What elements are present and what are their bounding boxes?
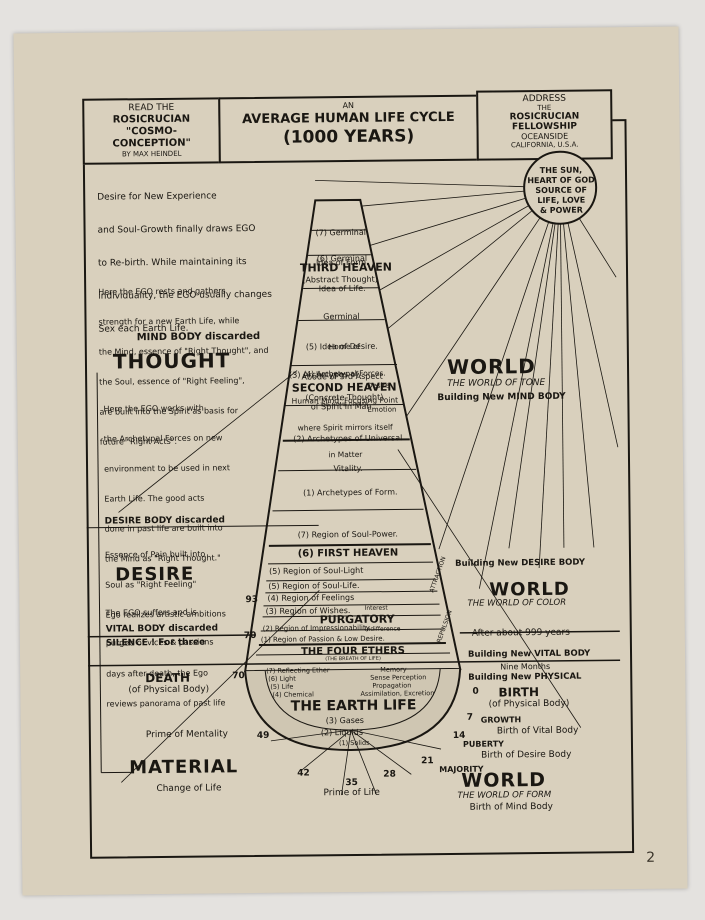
text-line: Germinal	[323, 311, 360, 322]
age-14: 14	[452, 730, 466, 741]
third-heaven: THIRD HEAVEN	[299, 260, 392, 275]
birth-label: BIRTH	[498, 685, 540, 700]
age-28: 28	[383, 769, 396, 780]
age-radial-lines	[270, 729, 442, 796]
death-label: DEATH	[145, 670, 191, 686]
first-heaven: (6) FIRST HEAVEN	[297, 547, 399, 560]
world-of-color: THE WORLD OF COLOR	[467, 597, 567, 609]
text-line: reviews panorama of past life	[106, 698, 226, 709]
passion: (1) Region of Passion & Low Desire.	[260, 634, 385, 644]
text-line: Here the EGO rests and gathers	[98, 286, 226, 297]
text-line: Vitality.	[333, 463, 363, 474]
world-of-form-heading: WORLD	[461, 768, 547, 792]
vital-body-discarded: VITAL BODY discarded	[105, 623, 219, 635]
birth-vital-body: Birth of Vital Body	[496, 725, 579, 737]
text-line: Interest	[364, 604, 388, 612]
death-birth-rule	[88, 659, 621, 667]
desire-body-rule	[86, 524, 319, 529]
text-line: and Soul-Growth finally draws EGO	[97, 223, 256, 236]
age-70-upper: 70	[243, 630, 257, 642]
nine-months: Nine Months	[500, 661, 551, 672]
thought-label: THOUGHT	[112, 348, 231, 374]
text-line: (2) Archetypes of Universal	[293, 433, 403, 444]
death-sub: (of Physical Body)	[128, 684, 210, 696]
growth-label: GROWTH	[480, 715, 522, 725]
impressionability: (2) Region of Impressionability	[262, 623, 370, 633]
birth-desire-body: Birth of Desire Body	[481, 749, 572, 761]
solids: (1) Solids	[338, 738, 370, 748]
building-physical: Building New PHYSICAL	[468, 671, 582, 683]
age-0: 0	[472, 686, 479, 697]
sun-line: & POWER	[539, 205, 583, 216]
building-mind-body: Building New MIND BODY	[437, 391, 566, 404]
age-93: 93	[245, 594, 259, 606]
sun-line: SOURCE OF	[535, 185, 588, 196]
text-line: strength for a new Earth Life, while	[98, 316, 240, 327]
sun-rays	[315, 179, 619, 589]
text-line: Here the EGO works with	[103, 403, 204, 414]
building-desire-body: Building New DESIRE BODY	[455, 557, 586, 569]
vital-body-rule	[87, 634, 256, 638]
archetypes-universal: (2) Archetypes of Universal Vitality.	[284, 413, 413, 494]
age-35: 35	[345, 777, 358, 789]
material-label: MATERIAL	[129, 756, 239, 779]
earth-life: THE EARTH LIFE	[290, 697, 417, 715]
text-line: The EGO suffers and is	[105, 607, 197, 618]
home-of-man: THE HOME OF MAN	[320, 401, 369, 409]
text-line: Essence of Pain built into	[104, 549, 206, 560]
reflecting-ether: (7) Reflecting Ether	[266, 666, 330, 675]
text-line: the Archetypal Forces on new	[103, 433, 223, 444]
birth-sub: (of Physical Body)	[488, 698, 570, 710]
memory: Memory	[380, 665, 407, 674]
feelings: (4) Region of Feelings	[267, 592, 355, 603]
sun-disc	[523, 150, 598, 225]
life-ether: (5) Life	[270, 682, 294, 691]
paper-sheet: READ THE ROSICRUCIAN "COSMO- CONCEPTION"…	[13, 26, 688, 896]
world-of-tone-heading: WORLD	[446, 354, 536, 379]
text-line: Earth Life. The good acts	[104, 493, 205, 504]
soul-power: (7) Region of Soul-Power.	[297, 529, 398, 540]
birth-mind-body: Birth of Mind Body	[469, 801, 553, 813]
building-vital-body: Building New VITAL BODY	[467, 648, 591, 660]
thought-diagonal	[118, 370, 298, 513]
prime-mentality: Prime of Mentality	[145, 729, 228, 741]
age-49: 49	[256, 730, 270, 741]
world-of-tone: THE WORLD OF TONE	[447, 377, 546, 389]
sun-label: THE SUN, HEART OF GOD SOURCE OF LIFE, LO…	[525, 165, 598, 216]
age-42: 42	[297, 768, 310, 779]
prime-of-life: Prime of Life	[323, 787, 380, 799]
text-line: Home of	[328, 341, 361, 352]
desire-body-discarded: DESIRE BODY discarded	[104, 515, 226, 527]
age-21: 21	[421, 756, 434, 767]
age-70-lower: 70	[232, 671, 245, 682]
diagram-line-art	[86, 150, 621, 796]
liquids: (2) Liquids	[320, 727, 364, 738]
soul-light: (5) Region of Soul-Light	[269, 565, 364, 576]
mind-body-discarded: MIND BODY discarded	[136, 330, 261, 344]
age-7: 7	[466, 712, 474, 723]
text-line: Indifference	[364, 625, 401, 633]
text-line: environment to be used in next	[104, 463, 231, 474]
world-diagonal	[397, 449, 582, 728]
text-line: Desire for New Experience	[97, 191, 217, 203]
material-diagonal	[121, 590, 320, 783]
earth-bowl	[244, 668, 462, 752]
archetypes-form: (1) Archetypes of Form.	[303, 487, 398, 498]
after-999-years: After about 999 years	[471, 627, 570, 639]
archetypes-desire: (3) Archetypes of	[289, 369, 359, 380]
desire-label: DESIRE	[115, 563, 195, 586]
change-of-life: Change of Life	[156, 783, 222, 795]
world-of-form: THE WORLD OF FORM	[457, 789, 552, 801]
vital-right-rule	[459, 630, 620, 634]
abstract-thought: (Abstract Thought)	[302, 274, 378, 285]
gases: (3) Gases	[325, 715, 364, 726]
page-number-mark: 2	[646, 849, 656, 866]
puberty-label: PUBERTY	[462, 739, 505, 749]
left-cycle-line	[96, 372, 102, 773]
